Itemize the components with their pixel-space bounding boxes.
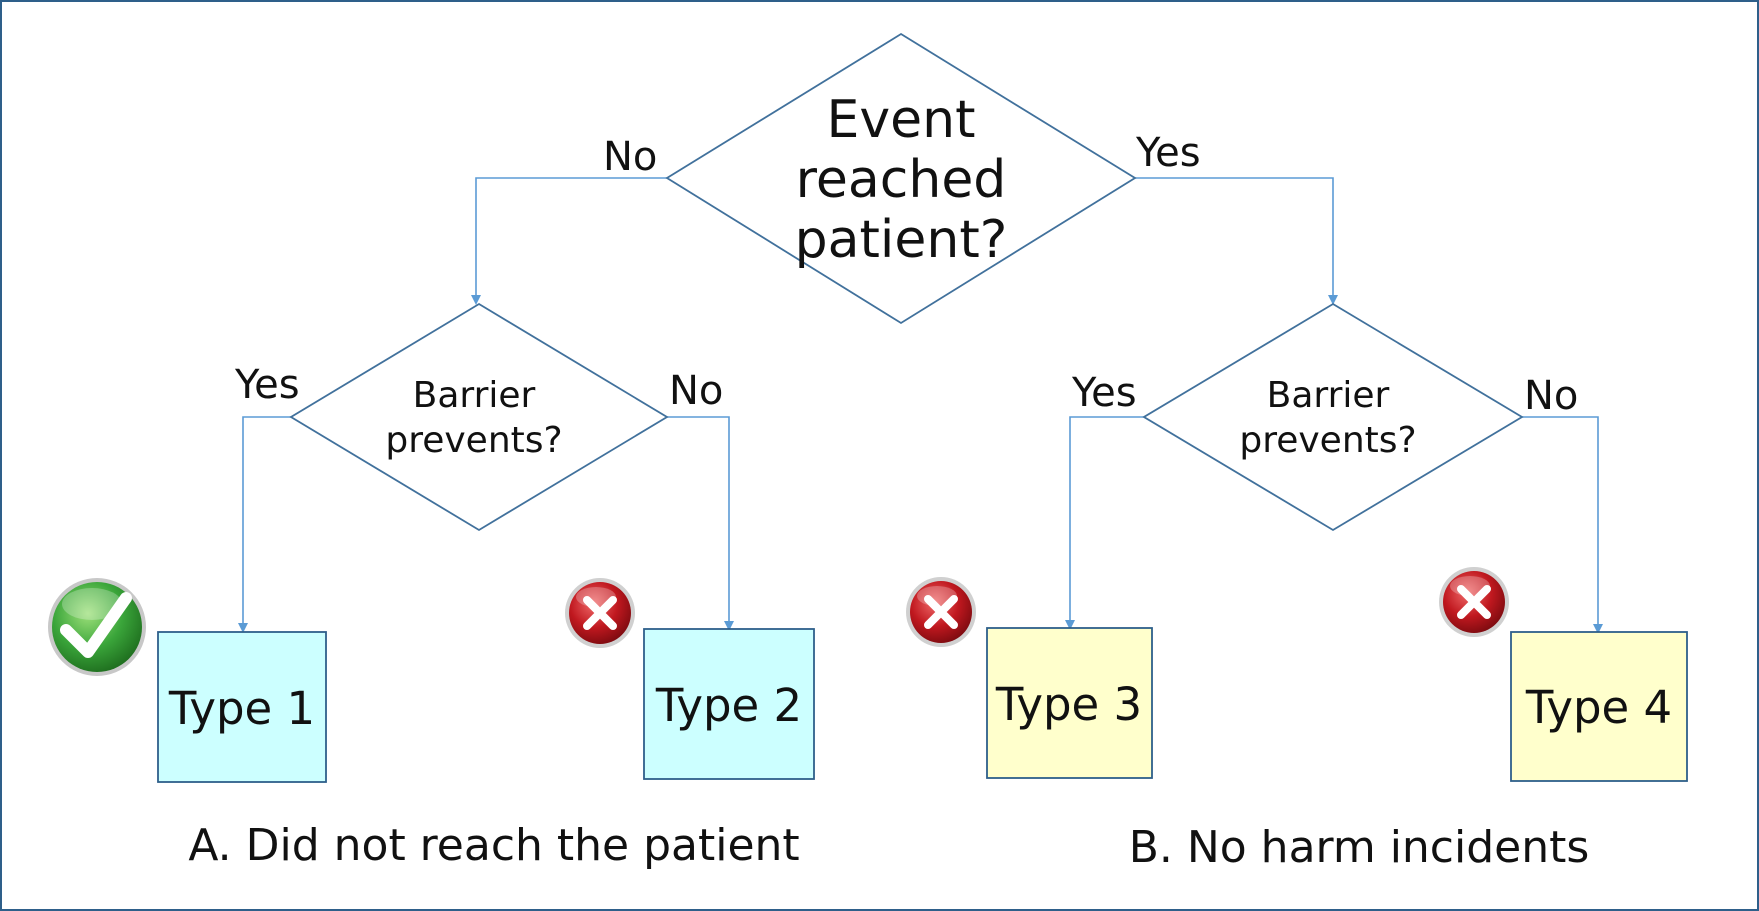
edge-label-left-yes: Yes bbox=[234, 362, 300, 408]
edge-label-left-no: No bbox=[669, 368, 723, 414]
connector-right-no bbox=[1522, 416, 1603, 634]
connectors bbox=[238, 177, 1603, 634]
outcome-label: Type 2 bbox=[655, 679, 802, 732]
barrier-left-line-1: Barrier bbox=[413, 375, 536, 416]
outcome-label: Type 1 bbox=[168, 682, 315, 735]
cross-icon bbox=[906, 577, 976, 647]
connector-left-yes bbox=[238, 416, 291, 633]
edge-label-root-yes: Yes bbox=[1135, 130, 1201, 176]
outcome-type-4: Type 4 bbox=[1510, 631, 1688, 782]
connector-left-no bbox=[667, 416, 734, 631]
connector-right-yes bbox=[1065, 416, 1144, 630]
root-decision: Event reached patient? bbox=[665, 32, 1137, 325]
barrier-right-line-1: Barrier bbox=[1267, 375, 1390, 416]
outcome-label: Type 3 bbox=[995, 678, 1142, 731]
edge-label-right-no: No bbox=[1524, 373, 1578, 419]
barrier-right-line-2: prevents? bbox=[1239, 420, 1416, 461]
barrier-decision-right: Barrier prevents? bbox=[1142, 302, 1524, 532]
outcome-type-3: Type 3 bbox=[986, 627, 1153, 779]
check-icon bbox=[48, 578, 146, 676]
connector-root-yes bbox=[1135, 177, 1338, 305]
barrier-left-line-2: prevents? bbox=[385, 420, 562, 461]
cross-icon bbox=[1439, 567, 1509, 637]
edge-label-right-yes: Yes bbox=[1071, 370, 1137, 416]
root-decision-line-1: Event bbox=[827, 90, 976, 150]
cross-icon bbox=[565, 578, 635, 648]
root-decision-line-3: patient? bbox=[795, 210, 1008, 270]
caption-group-b: B. No harm incidents bbox=[1129, 822, 1590, 873]
connector-root-no bbox=[471, 177, 667, 305]
edge-label-root-no: No bbox=[603, 134, 657, 180]
caption-group-a: A. Did not reach the patient bbox=[188, 820, 799, 871]
outcome-label: Type 4 bbox=[1525, 681, 1672, 734]
barrier-decision-left: Barrier prevents? bbox=[289, 302, 669, 532]
outcome-type-2: Type 2 bbox=[643, 628, 815, 780]
outcome-type-1: Type 1 bbox=[157, 631, 327, 783]
root-decision-line-2: reached bbox=[796, 150, 1007, 210]
